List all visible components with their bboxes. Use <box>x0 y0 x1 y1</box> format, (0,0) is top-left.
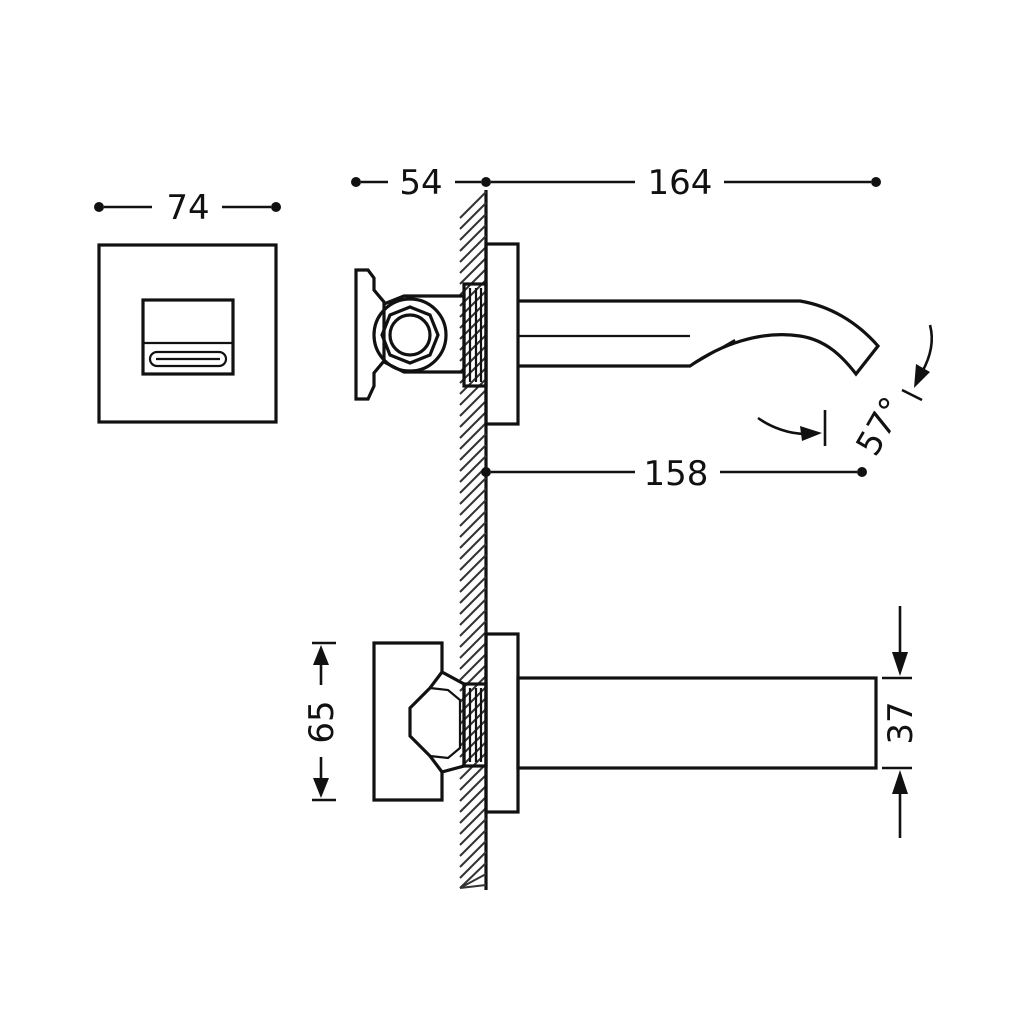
wall-hatch-line <box>459 785 487 813</box>
side-view <box>354 242 881 426</box>
wall-hatch-line <box>459 796 487 824</box>
wall-hatch-line <box>459 213 487 241</box>
dimension-spout-height: 37 <box>881 606 921 838</box>
dimension-front-width: 74 <box>94 188 281 228</box>
wall-hatch-line <box>459 400 487 428</box>
wall-hatch-line <box>459 642 487 670</box>
wall-hatch-line <box>459 202 487 230</box>
wall-hatch-line <box>459 774 487 802</box>
wall-hatch-line <box>459 378 487 406</box>
side-spout-plate <box>484 242 520 426</box>
wall-hatch-line <box>459 763 487 791</box>
wall-hatch-line <box>459 521 487 549</box>
dimension-label-158: 158 <box>644 454 709 494</box>
wall-hatch-line <box>459 653 487 681</box>
wall-hatch-line <box>459 444 487 472</box>
plan-handle-plate <box>372 641 466 802</box>
wall-hatch-line <box>459 422 487 450</box>
wall-hatch-line <box>459 532 487 560</box>
wall-hatch-line <box>459 609 487 637</box>
wall-hatch-line <box>459 565 487 593</box>
wall-hatch-line <box>459 257 487 285</box>
front-lever-slot <box>148 350 228 368</box>
wall-hatch-line <box>459 235 487 263</box>
wall-hatch-line <box>459 554 487 582</box>
side-spout <box>518 299 881 377</box>
wall-hatch-line <box>459 587 487 615</box>
side-handle-body <box>383 294 466 374</box>
side-handle-nut-inner <box>388 313 432 357</box>
plan-spout <box>516 676 878 770</box>
dimension-plate-height: 65 <box>302 641 342 802</box>
plan-handle-lever <box>408 671 444 773</box>
wall-hatch-line <box>459 873 487 889</box>
dimension-outlet-reach: 158 <box>481 454 867 494</box>
wall-hatch-line <box>459 389 487 417</box>
front-view <box>97 243 278 424</box>
wall-hatch-line <box>459 884 487 889</box>
plan-view <box>372 632 878 814</box>
wall-hatch-line <box>459 862 487 889</box>
wall-hatch-line <box>459 807 487 835</box>
dimension-label-37: 37 <box>881 701 921 744</box>
wall-hatch-line <box>459 224 487 252</box>
wall-hatch-line <box>459 829 487 857</box>
wall-hatch-line <box>459 620 487 648</box>
wall-hatch-line <box>459 246 487 274</box>
wall-hatch-line <box>459 598 487 626</box>
wall-hatch-line <box>459 455 487 483</box>
dimension-label-74: 74 <box>166 188 209 228</box>
side-handle-nut-hex <box>380 305 440 365</box>
front-lever-body <box>141 298 235 376</box>
front-cover-plate <box>97 243 278 424</box>
wall-hatch-line <box>459 851 487 879</box>
dimension-top-row: 54 164 <box>351 163 881 203</box>
wall-hatch-line <box>459 191 487 219</box>
wall-hatch-line <box>459 488 487 516</box>
wall-hatch-line <box>459 818 487 846</box>
wall-hatch-line <box>459 433 487 461</box>
dimension-label-57-degrees: 57° <box>848 390 913 462</box>
side-handle-flange <box>354 268 386 401</box>
plan-spout-plate <box>484 632 520 814</box>
wall-hatch-line <box>459 576 487 604</box>
wall-hatch-line <box>459 631 487 659</box>
wall-hatch-line <box>459 510 487 538</box>
wall-hatch-line <box>459 840 487 868</box>
wall-hatch-line <box>459 499 487 527</box>
wall-hatch-line <box>459 543 487 571</box>
dimension-label-54: 54 <box>399 163 442 203</box>
dimension-angle: 57° <box>757 324 934 463</box>
side-handle-nut-outer <box>372 297 448 373</box>
dimension-label-65: 65 <box>302 700 342 743</box>
wall-hatch-line <box>459 411 487 439</box>
wall-hatch-line <box>459 477 487 505</box>
dimension-label-164: 164 <box>648 163 713 203</box>
